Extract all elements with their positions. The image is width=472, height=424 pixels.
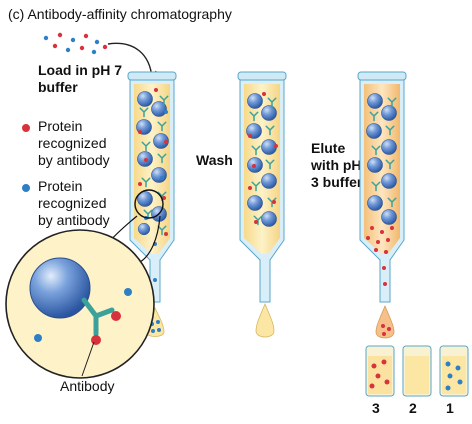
elute-label-text: Elute with pH 3 buffer	[311, 140, 363, 190]
collection-tube-2	[402, 345, 432, 397]
legend-red-dot	[22, 124, 30, 132]
collection-tube-1	[439, 345, 469, 397]
column-load	[127, 71, 177, 337]
collection-tube-3	[365, 345, 395, 397]
antibody-pointer	[81, 341, 95, 377]
wash-label: Wash	[196, 152, 233, 168]
column-wash	[237, 71, 287, 338]
legend-red: Protein recognized by antibody	[18, 118, 118, 169]
elute-label: Elute with pH 3 buffer	[311, 140, 371, 191]
zoom-connector-2	[139, 215, 161, 263]
legend-blue-text: Protein recognized by antibody	[38, 178, 110, 228]
zoom-magnified-view	[5, 229, 155, 379]
sample-protein-dots	[43, 32, 108, 55]
legend-blue: Protein recognized by antibody	[18, 178, 118, 229]
tube-number-3: 3	[372, 400, 380, 416]
tube-number-1: 1	[446, 400, 454, 416]
tube-number-2: 2	[409, 400, 417, 416]
figure-title: (c) Antibody-affinity chromatography	[8, 6, 232, 22]
legend-blue-dot	[22, 184, 30, 192]
load-label-text: Load in pH 7 buffer	[38, 62, 122, 95]
column-elute	[357, 71, 407, 339]
antibody-label: Antibody	[60, 378, 115, 394]
load-label: Load in pH 7 buffer	[38, 62, 134, 96]
legend-red-text: Protein recognized by antibody	[38, 118, 110, 168]
wash-drop	[255, 302, 275, 338]
